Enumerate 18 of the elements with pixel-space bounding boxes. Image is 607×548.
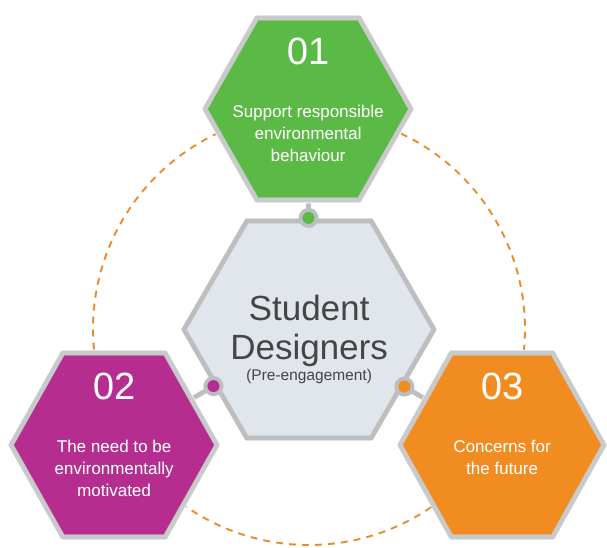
connector-line (394, 376, 424, 400)
step-number: 01 (286, 33, 330, 71)
hexagon-node (202, 15, 414, 203)
step-number: 02 (92, 368, 136, 406)
dashed-arc (400, 132, 526, 350)
center-subtitle: (Pre-engagement) (245, 367, 373, 385)
dashed-arc (92, 133, 216, 350)
hexagon-node (8, 350, 220, 540)
center-title: Student Designers (229, 290, 389, 367)
connector-line (192, 376, 224, 400)
hexagon-node (397, 350, 607, 540)
step-description: Concerns for the future (452, 436, 552, 480)
dashed-arc (185, 506, 432, 546)
step-number: 03 (480, 368, 524, 406)
center-hexagon (181, 218, 437, 441)
step-description: Support responsible environmental behaviour (231, 101, 385, 168)
connector-line (298, 203, 318, 228)
step-description: The need to be environmentally motivated (53, 436, 175, 502)
